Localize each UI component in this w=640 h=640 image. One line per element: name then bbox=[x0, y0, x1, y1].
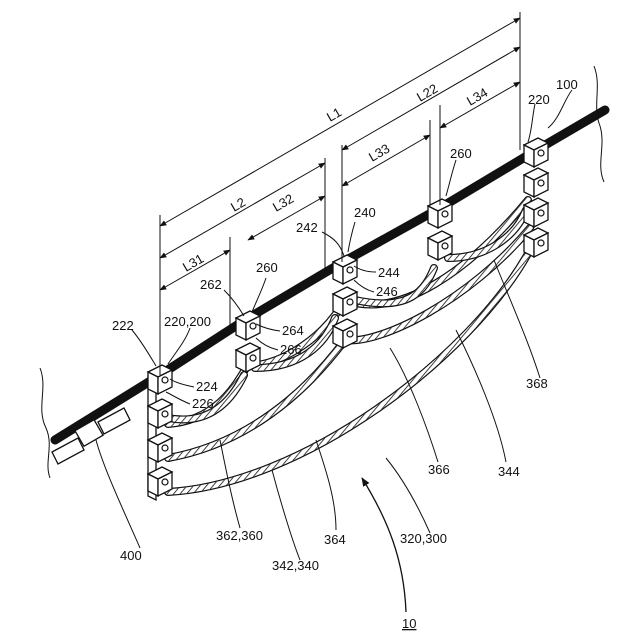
label-L22: L22 bbox=[414, 81, 440, 105]
label-L33: L33 bbox=[366, 141, 392, 165]
label-266: 266 bbox=[280, 342, 302, 357]
clamp-240-block-0 bbox=[333, 255, 357, 284]
label-366: 366 bbox=[428, 462, 450, 477]
label-220: 220 bbox=[528, 92, 550, 107]
label-L34: L34 bbox=[464, 85, 490, 109]
label-400: 400 bbox=[120, 548, 142, 563]
label-246: 246 bbox=[376, 284, 398, 299]
main-conductor bbox=[55, 110, 605, 440]
label-244: 244 bbox=[378, 265, 400, 280]
label-240: 240 bbox=[354, 205, 376, 220]
label-220-200: 220,200 bbox=[164, 314, 211, 329]
label-L2: L2 bbox=[228, 194, 248, 214]
label-262: 262 bbox=[200, 277, 222, 292]
label-242: 242 bbox=[296, 220, 318, 235]
label-342-340: 342,340 bbox=[272, 558, 319, 573]
label-368: 368 bbox=[526, 376, 548, 391]
label-100: 100 bbox=[556, 77, 578, 92]
label-260-right: 260 bbox=[450, 146, 472, 161]
clamp-220-block-1 bbox=[524, 168, 548, 197]
label-222: 222 bbox=[112, 318, 134, 333]
clamp-260-left-block-0 bbox=[236, 311, 260, 340]
clamp-240-block-1 bbox=[333, 287, 357, 316]
label-264: 264 bbox=[282, 323, 304, 338]
label-320-300: 320,300 bbox=[400, 531, 447, 546]
reference-label-group: 100 220 220,200 222 224 226 240 242 244 … bbox=[112, 77, 578, 631]
label-260-left: 260 bbox=[256, 260, 278, 275]
figure-number: 10 bbox=[402, 616, 416, 631]
label-224: 224 bbox=[196, 379, 218, 394]
clamp-220-block-0 bbox=[524, 138, 548, 167]
label-L32: L32 bbox=[270, 191, 296, 215]
label-226: 226 bbox=[192, 396, 214, 411]
branch-cables bbox=[168, 200, 530, 492]
label-344: 344 bbox=[498, 464, 520, 479]
label-L31: L31 bbox=[180, 251, 206, 275]
label-364: 364 bbox=[324, 532, 346, 547]
label-362-360: 362,360 bbox=[216, 528, 263, 543]
